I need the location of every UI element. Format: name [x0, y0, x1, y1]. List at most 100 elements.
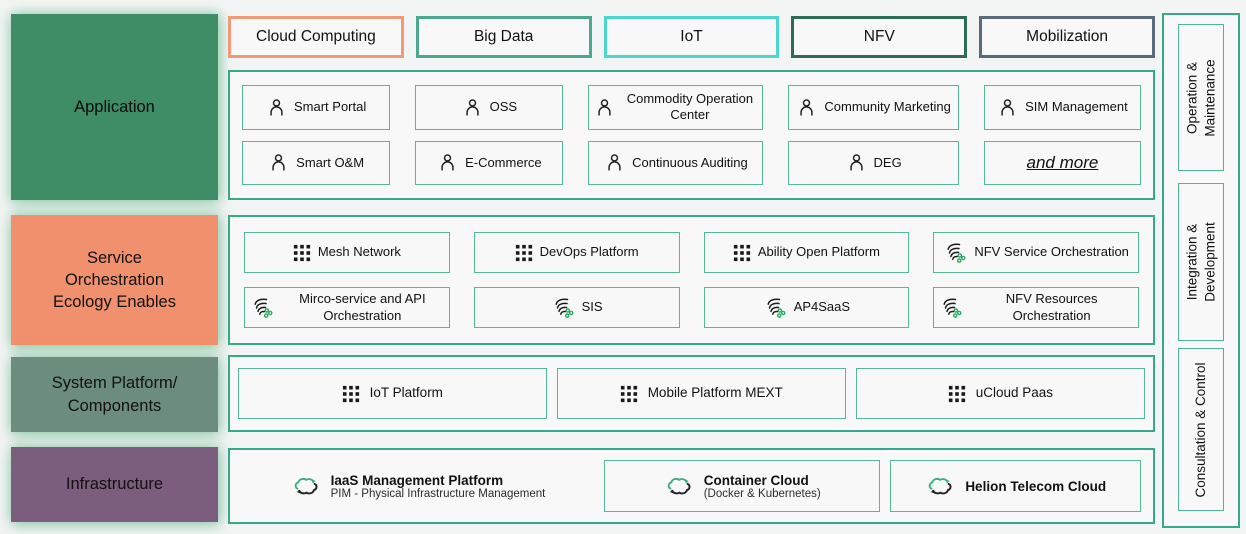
sidebar-label: Integration & Development [1184, 222, 1217, 302]
sidebar-operation-maintenance: Operation & Maintenance [1178, 24, 1224, 171]
app-item-label: Community Marketing [824, 99, 951, 115]
application-grid: Smart Portal OSS Commodity Operation Cen… [230, 72, 1153, 198]
system-row: IoT Platform Mobile Platform MEXT uCloud… [230, 357, 1153, 430]
app-item-label: DEG [873, 154, 902, 170]
app-item-continuous-auditing: Continuous Auditing [588, 140, 764, 185]
domain-row: Cloud Computing Big Data IoT NFV Mobiliz… [228, 16, 1155, 58]
service-item-ap4saas: AP4SaaS [703, 287, 910, 328]
domain-big-data: Big Data [415, 16, 592, 58]
domain-iot: IoT [603, 16, 780, 58]
infra-item-title: Helion Telecom Cloud [965, 478, 1107, 494]
sidebar-label: Consultation & Control [1193, 361, 1209, 498]
infrastructure-row: IaaS Management Platform PIM - Physical … [230, 450, 1153, 522]
app-item-deg: DEG [788, 140, 959, 185]
app-item-label: Commodity Operation Center [626, 91, 754, 123]
app-item-smart-portal: Smart Portal [242, 85, 391, 130]
service-item-label: SIS [581, 299, 603, 315]
app-item-commodity-operation-center: Commodity Operation Center [588, 85, 764, 130]
person-icon [268, 152, 289, 173]
system-item-label: uCloud Paas [975, 385, 1054, 401]
infra-item-text: IaaS Management Platform PIM - Physical … [331, 473, 546, 500]
system-item-label: Mobile Platform MEXT [647, 385, 783, 401]
cloud-sync-icon [291, 474, 321, 498]
system-platform-container: IoT Platform Mobile Platform MEXT uCloud… [228, 355, 1155, 432]
orchestration-icon [939, 296, 963, 320]
infra-item-title: IaaS Management Platform [330, 472, 504, 488]
service-item-devops-platform: DevOps Platform [473, 232, 680, 273]
service-item-label: AP4SaaS [793, 299, 851, 315]
infra-item-subtitle: PIM - Physical Infrastructure Management [330, 487, 546, 500]
person-icon [266, 97, 287, 118]
app-item-label: E-Commerce [465, 154, 542, 170]
sidebar-integration-development: Integration & Development [1178, 183, 1224, 341]
app-item-sim-management: SIM Management [983, 85, 1141, 130]
grid-icon [342, 385, 360, 403]
system-item-label: IoT Platform [369, 385, 443, 401]
orchestration-icon [250, 296, 274, 320]
service-item-label: Mirco-service and API Orchestration [299, 291, 426, 323]
app-item-oss: OSS [415, 85, 564, 130]
system-item-iot-platform: IoT Platform [238, 368, 547, 419]
service-item-label: NFV Resources Orchestration [1005, 291, 1098, 323]
domain-mobilization: Mobilization [979, 16, 1155, 58]
grid-icon [620, 385, 638, 403]
system-item-mobile-platform-mext: Mobile Platform MEXT [556, 368, 846, 419]
service-item-label: Ability Open Platform [757, 244, 880, 260]
cloud-sync-icon [925, 474, 955, 498]
service-item-nfv-resources-orchestration: NFV Resources Orchestration [933, 287, 1139, 328]
service-item-label: DevOps Platform [539, 244, 639, 260]
infra-item-iaas-management: IaaS Management Platform PIM - Physical … [242, 460, 594, 512]
service-orchestration-container: Mesh Network DevOps Platform Ability Ope… [228, 215, 1155, 345]
layer-block-infrastructure: Infrastructure [11, 447, 218, 522]
grid-icon [515, 244, 533, 262]
application-container: Smart Portal OSS Commodity Operation Cen… [228, 70, 1155, 200]
service-item-nfv-service-orchestration: NFV Service Orchestration [933, 232, 1139, 273]
grid-icon [948, 385, 966, 403]
orchestration-icon [551, 296, 575, 320]
layer-block-system-platform: System Platform/ Components [11, 357, 218, 432]
infra-item-text: Helion Telecom Cloud [965, 479, 1106, 494]
sidebar-label: Operation & Maintenance [1184, 58, 1217, 137]
app-item-community-marketing: Community Marketing [788, 85, 959, 130]
service-item-label: Mesh Network [317, 244, 401, 260]
service-grid: Mesh Network DevOps Platform Ability Ope… [230, 217, 1153, 343]
infra-item-subtitle: (Docker & Kubernetes) [703, 487, 821, 500]
orchestration-icon [763, 296, 787, 320]
domain-cloud-computing: Cloud Computing [228, 16, 404, 58]
domain-nfv: NFV [791, 16, 968, 58]
app-item-label: Smart Portal [293, 99, 367, 115]
app-item-label: Continuous Auditing [632, 154, 748, 170]
service-item-ability-open-platform: Ability Open Platform [703, 232, 910, 273]
person-icon [604, 152, 625, 173]
right-sidebar: Operation & Maintenance Integration & De… [1162, 13, 1240, 528]
app-item-label: Smart O&M [296, 154, 365, 170]
infra-item-text: Container Cloud (Docker & Kubernetes) [704, 473, 821, 500]
service-item-mesh-network: Mesh Network [244, 232, 450, 273]
service-item-sis: SIS [473, 287, 680, 328]
app-item-label: SIM Management [1025, 99, 1128, 115]
app-item-and-more: and more [983, 140, 1141, 185]
person-icon [462, 97, 483, 118]
infra-item-container-cloud: Container Cloud (Docker & Kubernetes) [603, 460, 881, 512]
person-icon [594, 97, 615, 118]
infra-item-title: Container Cloud [703, 472, 809, 488]
person-icon [437, 152, 458, 173]
person-icon [796, 97, 817, 118]
grid-icon [293, 244, 311, 262]
infra-item-helion-telecom-cloud: Helion Telecom Cloud [890, 460, 1141, 512]
service-item-label: NFV Service Orchestration [974, 244, 1129, 260]
app-item-label: and more [1026, 153, 1099, 173]
cloud-sync-icon [664, 474, 694, 498]
sidebar-consultation-control: Consultation & Control [1178, 348, 1224, 511]
orchestration-icon [943, 241, 967, 265]
person-icon [846, 152, 867, 173]
layer-block-application: Application [11, 14, 218, 200]
service-item-microservice-api-orchestration: Mirco-service and API Orchestration [244, 287, 450, 328]
grid-icon [733, 244, 751, 262]
app-item-e-commerce: E-Commerce [415, 140, 564, 185]
app-item-smart-om: Smart O&M [242, 140, 391, 185]
system-item-ucloud-paas: uCloud Paas [855, 368, 1146, 419]
app-item-label: OSS [489, 99, 518, 115]
infrastructure-container: IaaS Management Platform PIM - Physical … [228, 448, 1155, 524]
